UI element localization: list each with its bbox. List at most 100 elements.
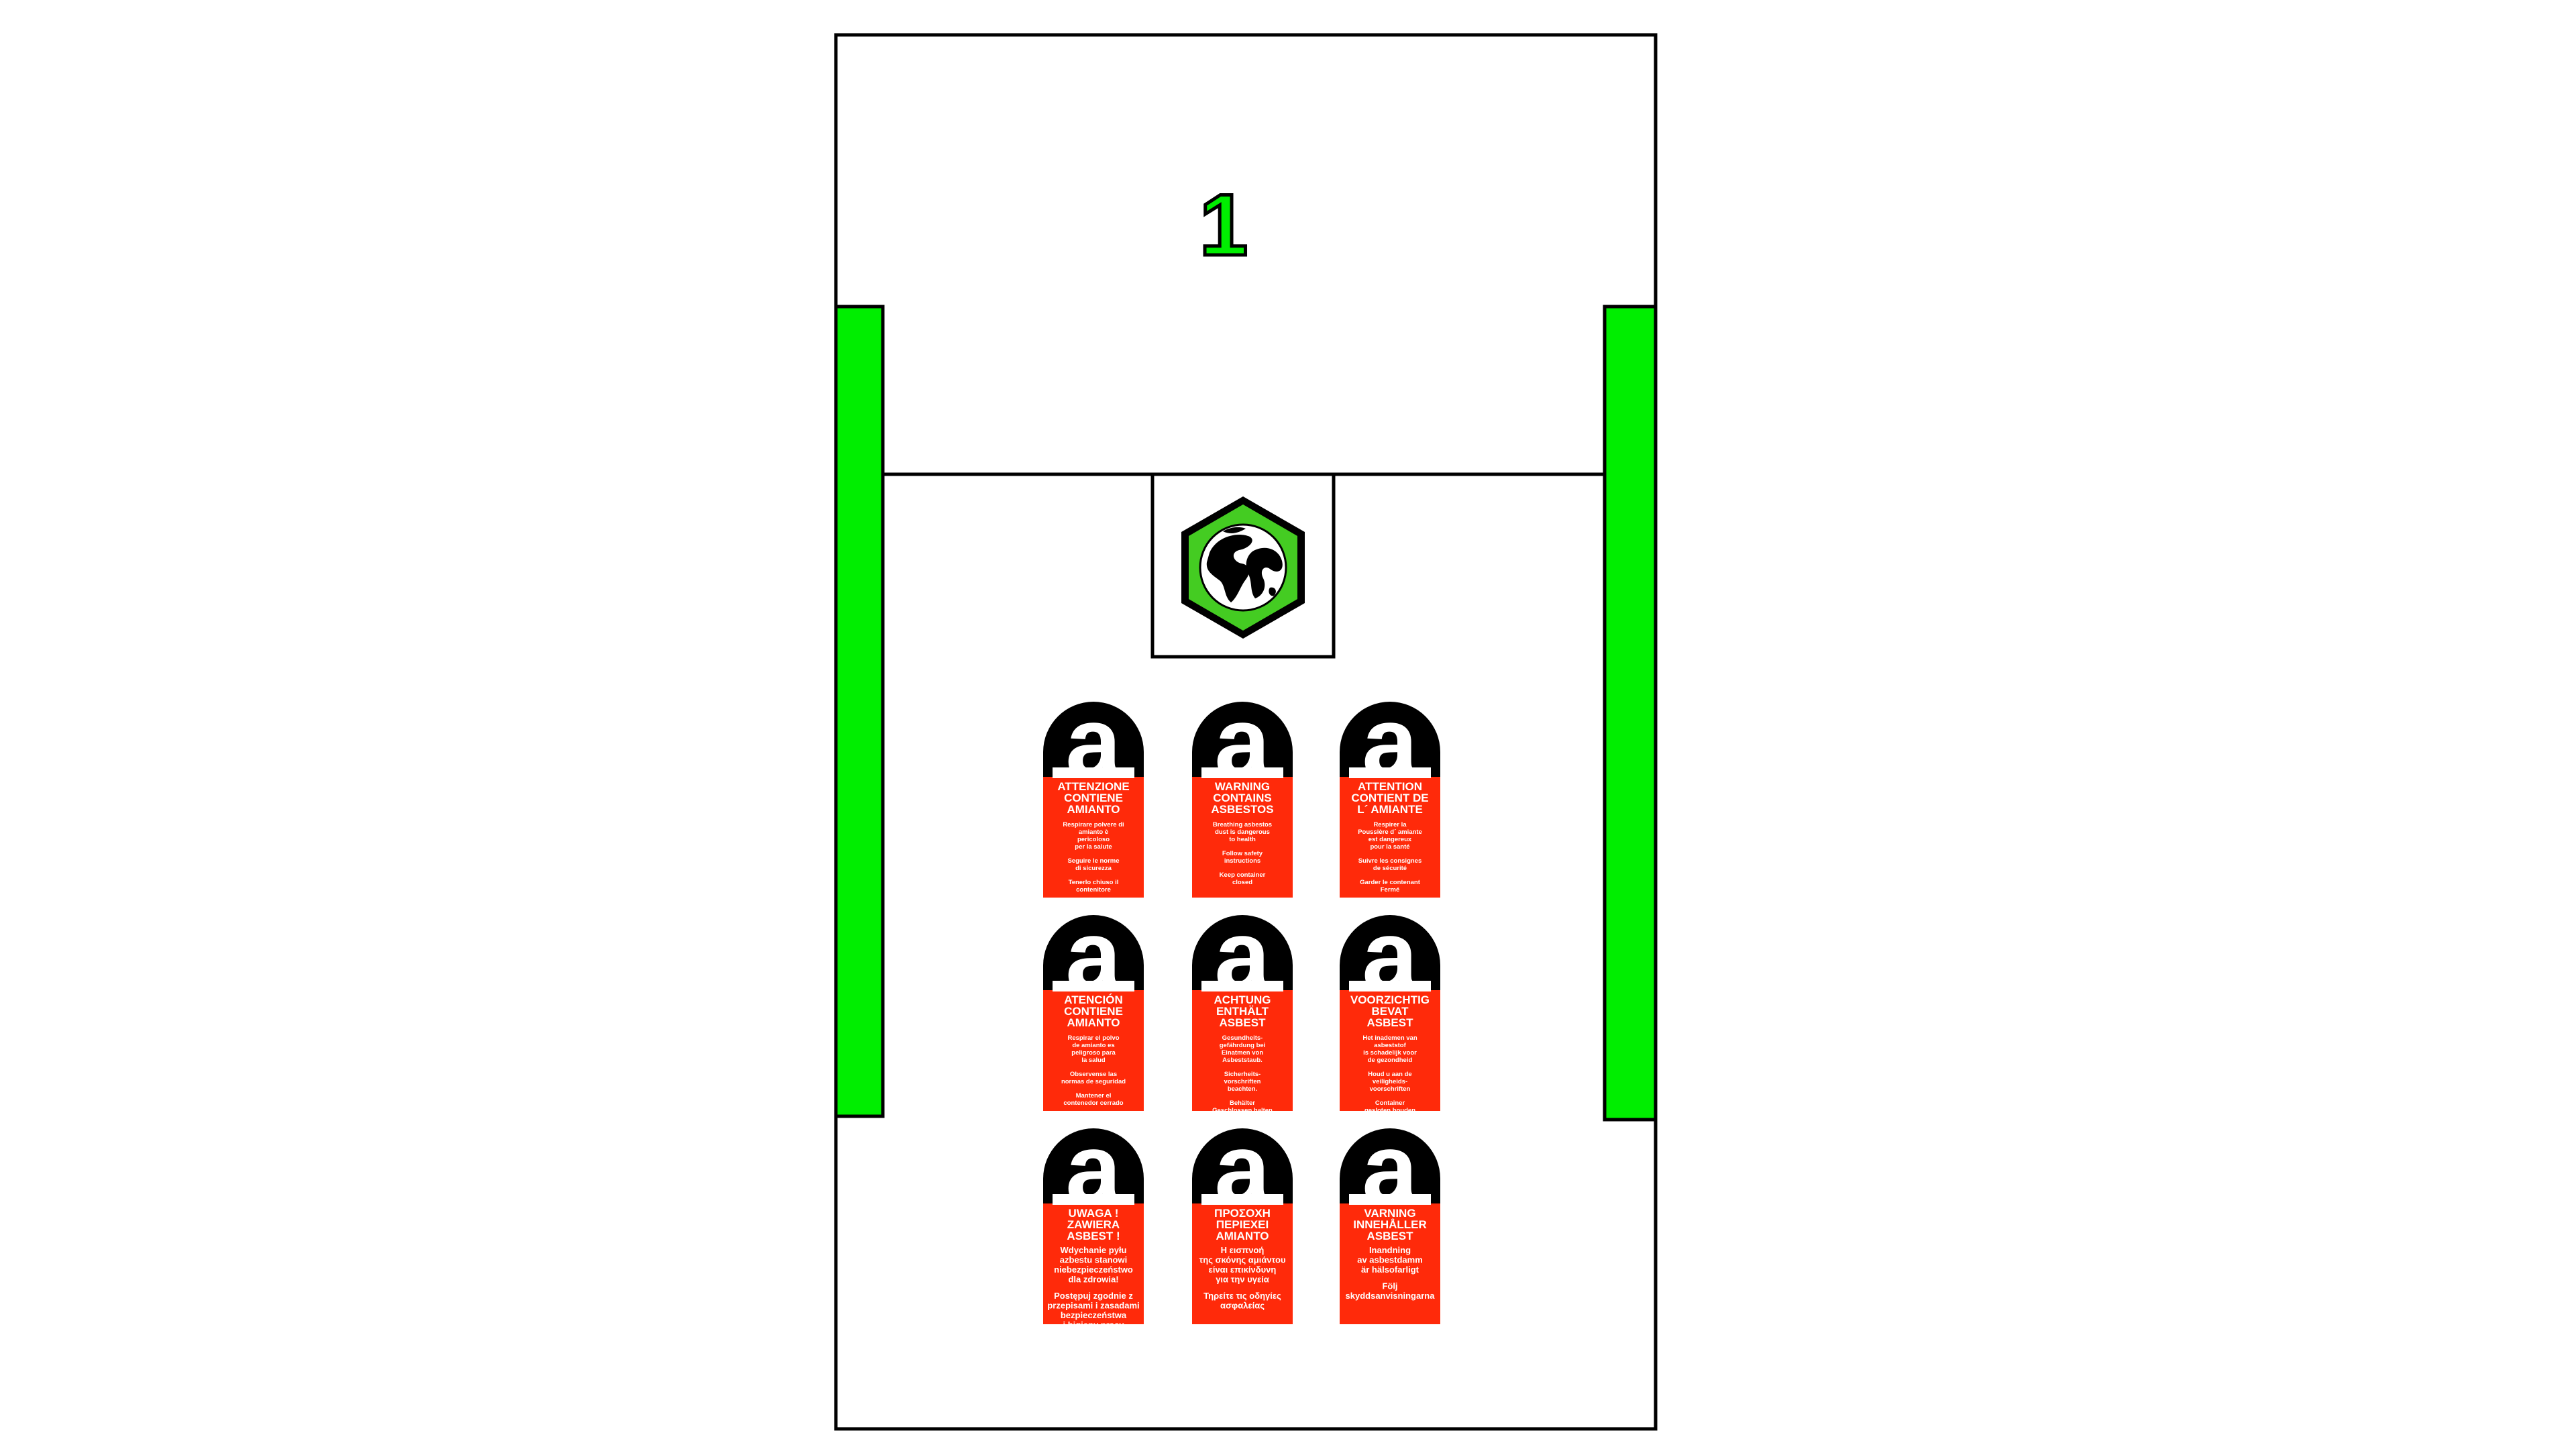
label-instruction-line: Behälter [1230,1099,1255,1107]
label-heading-line: ΑΜΙΑΝΤΟ [1216,1230,1269,1242]
label-black-top [1043,915,1144,990]
label-black-top [1043,702,1144,777]
label-white-band [1201,1194,1283,1205]
label-black-top [1192,702,1293,777]
label-instruction-line: contenedor cerrado [1063,1099,1123,1107]
label-body-line: της σκόνης αμιάντου [1199,1255,1285,1265]
label-instruction-line: normas de seguridad [1061,1078,1126,1085]
label-instruction-line: di sicurezza [1075,865,1112,872]
label-instruction-line: Observense las [1070,1071,1117,1078]
label-body-line: asbeststof [1374,1042,1406,1049]
label-heading-line: ATTENZIONE [1057,780,1129,793]
label-instruction-line: Suivre les consignes [1358,857,1422,865]
label-instruction-line: przepisami i zasadami [1047,1301,1139,1311]
label-heading-line: AMIANTO [1067,803,1120,816]
label-body-line: peligroso para [1071,1049,1116,1057]
label-body-line: av asbestdamm [1357,1255,1423,1265]
label-body-line: pericoloso [1077,836,1110,843]
label-body-line: Gesundheits- [1222,1034,1263,1042]
label-letter-a: a [1065,1112,1122,1225]
label-black-top [1340,1128,1440,1203]
label-letter-a: a [1214,899,1271,1012]
label-instruction-line: Mantener el [1076,1092,1112,1099]
label-body-line: Respirar el polvo [1067,1034,1119,1042]
label-heading-line: ATTENTION [1358,780,1422,793]
label-instruction-line: vorschriften [1224,1078,1261,1085]
label-letter-a: a [1362,899,1419,1012]
label-heading-line: ASBEST [1367,1016,1414,1029]
label-heading-line: UWAGA ! [1069,1207,1119,1220]
label-heading-line: ACHTUNG [1214,994,1271,1006]
label-black-top [1340,702,1440,777]
label-instruction-line: de sécurité [1373,865,1407,872]
asbestos-label-de: aACHTUNGENTHÄLTASBESTGesundheits-gefährd… [1192,899,1293,1114]
label-heading-line: ASBEST [1367,1230,1414,1242]
label-body-line: Breathing asbestos [1213,821,1272,828]
label-instruction-line: Följ [1382,1281,1397,1291]
label-body-line: de amianto es [1072,1042,1114,1049]
label-white-band [1053,981,1134,991]
label-heading-line: L´ AMIANTE [1357,803,1423,816]
label-instruction-line: Sicherheits- [1224,1071,1260,1078]
label-instruction-line: Keep container [1220,871,1266,879]
label-white-band [1349,1194,1431,1205]
label-heading-line: BEVAT [1371,1005,1409,1018]
label-black-top [1043,1128,1144,1203]
label-body-line: είναι επικίνδυνη [1209,1265,1277,1275]
label-body-line: is schadelijk voor [1363,1049,1417,1057]
label-instruction-line: Container [1375,1099,1405,1107]
label-body-line: azbestu stanowi [1060,1255,1127,1265]
label-heading-line: INNEHÅLLER [1353,1218,1427,1231]
label-letter-a: a [1362,1112,1419,1225]
label-white-band [1349,981,1431,991]
label-body-line: pour la santé [1370,843,1409,851]
label-heading-line: CONTIENE [1064,1005,1123,1018]
label-black-top [1340,915,1440,990]
label-instruction-line: contenitore [1076,886,1111,894]
label-body-line: Respirer la [1373,821,1407,828]
label-white-band [1349,767,1431,778]
label-heading-line: VARNING [1364,1207,1415,1220]
label-body-line: για την υγεία [1216,1275,1269,1285]
label-heading-line: CONTAINS [1213,792,1272,804]
label-body-line: Einatmen von [1222,1049,1263,1057]
label-instruction-line: instructions [1224,857,1260,865]
label-letter-a: a [1214,686,1271,798]
label-heading-line: CONTIENE [1064,792,1123,804]
label-instruction-line: gesloten houden [1364,1107,1415,1114]
label-letter-a: a [1065,686,1122,798]
label-body-line: Het inademen van [1362,1034,1417,1042]
label-heading-line: AMIANTO [1067,1016,1120,1029]
label-instruction-line: Houd u aan de [1368,1071,1411,1078]
label-letter-a: a [1065,899,1122,1012]
label-body-line: de gezondheid [1368,1057,1413,1064]
label-heading-line: ZAWIERA [1067,1218,1120,1231]
label-heading-line: ASBEST [1220,1016,1267,1029]
label-body-line: gefährdung bei [1220,1042,1266,1049]
label-instruction-line: Postępuj zgodnie z [1054,1291,1133,1301]
label-instruction-line: Fermé [1381,886,1400,894]
label-body-line: niebezpieczeństwo [1054,1265,1133,1275]
label-heading-line: WARNING [1215,780,1270,793]
label-instruction-line: Follow safety [1222,850,1263,857]
label-instruction-line: Geschlossen halten [1212,1107,1273,1114]
label-body-line: Poussière d´ amiante [1358,828,1422,836]
label-letter-a: a [1362,686,1419,798]
label-body-line: Η εισπνοή [1221,1245,1265,1255]
label-instruction-line: beachten. [1228,1085,1257,1093]
label-instruction-line: bezpieczeństwa [1061,1310,1127,1320]
right-green-strip [1603,305,1658,1122]
label-body-line: Asbeststaub. [1222,1057,1263,1064]
label-instruction-line: ασφαλείας [1220,1301,1265,1311]
label-black-top [1192,915,1293,990]
page-number: 1 [1199,176,1248,274]
